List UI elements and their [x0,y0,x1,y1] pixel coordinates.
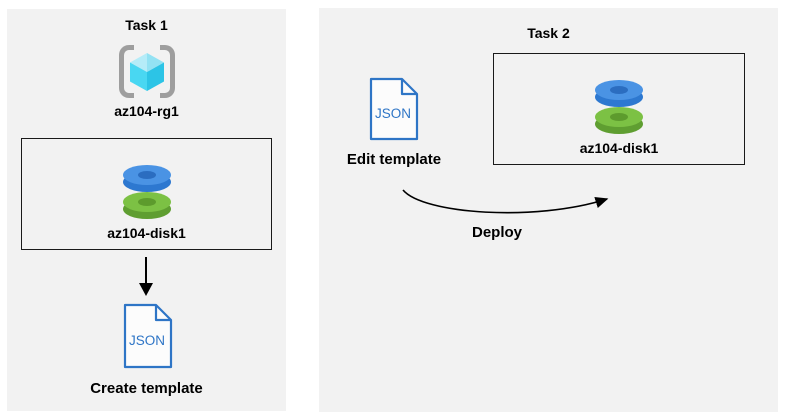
disk-blue-platter [595,80,643,107]
arrow-down-icon [139,257,154,296]
task1-title: Task 1 [125,17,168,33]
managed-disk-icon [595,80,643,134]
task1-panel: Task 1 az104-rg1 [7,9,286,411]
json-file-text: JSON [129,333,165,348]
json-file-icon: JSON [369,77,419,141]
task2-title: Task 2 [527,25,570,41]
task2-disk-box: az104-disk1 [493,53,745,165]
curved-arrow-icon [402,189,609,214]
deploy-caption: Deploy [471,224,522,241]
resource-group-name: az104-rg1 [114,103,179,119]
disk-green-platter [595,107,643,134]
managed-disk-icon [122,165,171,219]
disk-green-platter [122,192,171,219]
disk-blue-platter [122,165,171,192]
resource-group-icon [119,45,175,98]
create-template-caption: Create template [90,380,203,397]
cube-icon [130,53,164,91]
bracket-left-icon [119,45,134,98]
json-file-text: JSON [375,106,411,121]
edit-template-caption: Edit template [346,151,442,168]
disk-name: az104-disk1 [579,140,659,156]
disk-name: az104-disk1 [107,225,186,241]
bracket-right-icon [160,45,175,98]
task1-disk-box: az104-disk1 [21,138,272,250]
task2-panel: Task 2 JSON Edit template [319,8,778,412]
json-file-icon: JSON [123,303,173,369]
